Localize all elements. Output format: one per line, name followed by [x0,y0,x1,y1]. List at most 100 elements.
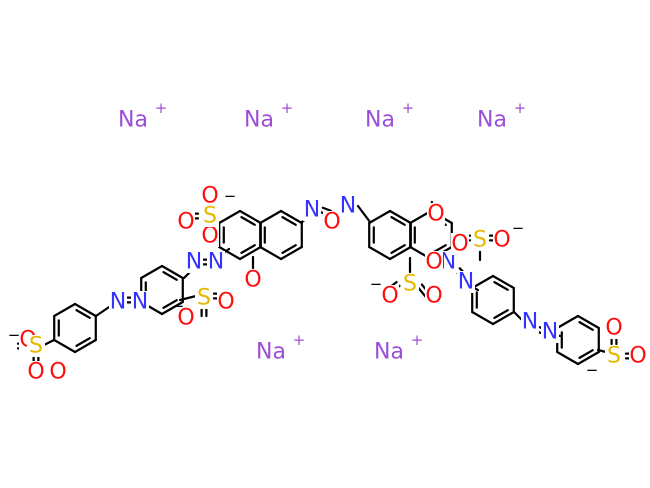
oxygen-atom: O [49,360,66,385]
ring-phenyl-left-bond [73,302,97,318]
nitrogen-atom-backdrop [303,199,321,221]
ring-phenyl-left-inner-bond [75,309,91,319]
oxygen-atom: O [201,224,218,249]
sodium-ion-1: Na [118,108,148,133]
nitrogen-atom-backdrop [339,195,357,217]
oxygen-atom-backdrop [177,211,195,233]
sulfur-atom-backdrop [27,335,45,357]
sulfur-atom: S [607,344,621,369]
oxygen-atom-backdrop [177,307,195,329]
ring-benzene-left-inner-bond [162,271,178,281]
ring-phenyl-right-bond [556,350,580,366]
oxygen-atom-backdrop [27,361,45,383]
ring-benzene-right-bond [491,310,515,326]
bond [596,348,608,354]
ring-naph-left-a-inner-bond [240,216,256,226]
nitrogen-atom-backdrop [207,251,225,273]
oxygen-atom-backdrop [381,285,399,307]
negative-charge: − [8,326,21,344]
oxygen-atom: O [605,316,622,341]
sodium-ion-5: Na [256,340,286,365]
negative-charge: − [512,219,525,237]
oxygen-atom: O [425,250,442,275]
ring-naph-left-b-bond [279,209,303,225]
oxygen-atom-backdrop [49,361,67,383]
nitrogen-atom: N [522,310,538,335]
oxygen-atom: O [629,344,646,369]
ring-phenyl-left-bond [53,302,77,318]
ring-phenyl-left-inner-bond [75,337,91,347]
sodium-ion-4: Na [477,108,507,133]
ring-naph-right-a-inner-bond [390,244,406,254]
sodium-charge-6: + [411,331,424,349]
nitrogen-atom-backdrop [457,271,475,293]
ring-naph-right-a-bond [368,245,392,261]
sulfur-atom-backdrop [401,273,419,295]
nitrogen-atom-backdrop [185,251,203,273]
ring-phenyl-right-bond [576,314,600,330]
nitrogen-atom: N [132,290,148,315]
nitrogen-atom: N [186,250,202,275]
ring-naph-right-a-bond [388,209,412,225]
nitrogen-atom-backdrop [131,291,149,313]
sodium-charge-4: + [514,99,527,117]
ring-benzene-left-bond [160,300,184,316]
sulfur-atom-backdrop [605,345,623,367]
azoxy-double-bond [321,206,332,212]
negative-charge: − [224,187,237,205]
ring-phenyl-right-bond [576,350,600,366]
negative-charge: − [370,275,383,293]
ring-phenyl-right-inner-bond [578,321,594,331]
ring-benzene-right-inner-bond [493,309,509,319]
ring-benzene-left-bond [140,264,164,280]
oxygen-atom: O [451,232,468,257]
sodium-charge-5: + [293,331,306,349]
sulfonyl-double-bond [417,286,428,299]
oxygen-atom-backdrop [605,317,623,339]
ring-naph-left-a-bond [238,245,262,261]
oxygen-atom: O [217,290,234,315]
ring-naph-left-a-bond [238,209,262,225]
oxygen-atom-backdrop [451,233,469,255]
oxygen-atom: O [27,360,44,385]
bond [178,294,198,302]
oxygen-atom: O [323,210,340,235]
nitrogen-atom: N [110,290,126,315]
oxygen-atom: O [244,268,261,293]
ring-naph-left-a-inner-bond [240,244,256,254]
ring-phenyl-left-bond [73,338,97,354]
ring-benzene-right-inner-bond [493,281,509,291]
nitrogen-atom-backdrop [541,321,559,343]
sulfur-atom-backdrop [471,229,489,251]
nitrogen-atom: N [340,194,356,219]
nitrogen-atom: N [208,250,224,275]
sulfur-atom-backdrop [201,205,219,227]
oxygen-atom-backdrop [425,251,443,273]
oxygen-atom-backdrop [493,229,511,251]
ring-naph-right-a-inner-bond [390,216,406,226]
ring-naph-left-a-bond [218,245,242,261]
sulfur-atom: S [29,334,43,359]
sulfur-atom-backdrop [195,287,213,309]
ring-naph-left-b-bond [259,245,283,261]
nitrogen-atom-backdrop [521,311,539,333]
oxygen-atom-backdrop [323,211,341,233]
oxygen-atom: O [425,284,442,309]
sulfur-atom: S [403,272,417,297]
oxygen-atom-backdrop [629,345,647,367]
oxygen-atom: O [177,210,194,235]
ring-benzene-right-bond [491,274,515,290]
ring-naph-right-a-bond [388,245,412,261]
oxygen-atom-backdrop [427,203,445,225]
nitrogen-atom: N [542,320,558,345]
nitrogen-atom-backdrop [109,291,127,313]
nitrogen-atom: N [458,270,474,295]
sodium-ion-2: Na [244,108,274,133]
ring-benzene-right-bond [471,310,495,326]
ring-benzene-left-inner-bond [162,299,178,309]
ring-naph-left-b-inner-bond [281,244,297,254]
oxygen-atom-backdrop [425,285,443,307]
ring-naph-left-a-bond [218,209,242,225]
oxygen-atom-backdrop [201,185,219,207]
